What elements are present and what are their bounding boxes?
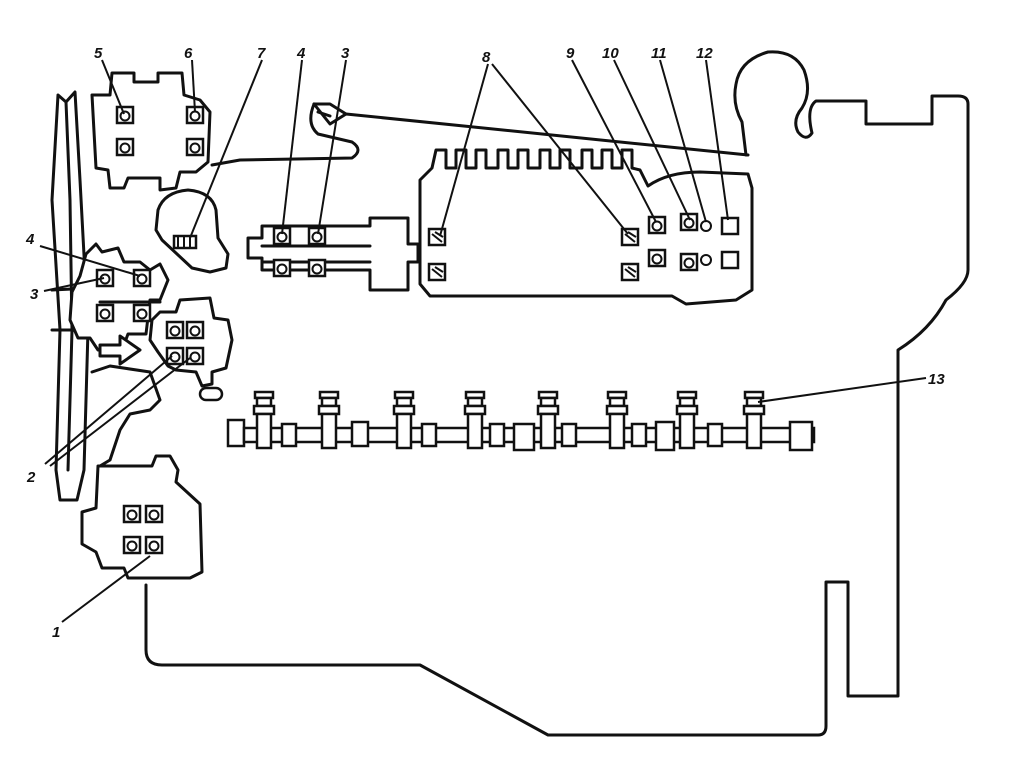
engine-block-outline [144,50,970,737]
front-bracket-middle [68,242,170,352]
callout-9: 9 [566,45,575,62]
leader-lines [39,59,927,623]
callout-3-left: 3 [30,286,39,303]
callout-4-left: 4 [25,231,35,248]
callout-2: 2 [26,469,36,486]
callout-1: 1 [52,624,60,641]
front-bracket-upper [90,71,212,192]
callout-3-top: 3 [341,45,350,62]
top-cover-plate [210,102,750,167]
timing-housing [90,364,162,468]
callout-10: 10 [602,45,619,62]
callout-4-top: 4 [296,45,306,62]
cross-bar-bracket [246,216,420,292]
bracket-2 [148,296,234,402]
callout-11: 11 [651,45,667,62]
callout-6: 6 [184,45,193,62]
callout-5: 5 [94,45,103,62]
callout-labels: 1 2 3 4 5 6 7 4 3 8 9 10 11 12 13 [25,45,945,641]
front-bracket-lower [80,454,204,580]
injector-rail [226,390,816,452]
callout-7: 7 [257,45,266,62]
callout-8: 8 [482,49,491,66]
callout-13: 13 [928,371,945,388]
arrow-bracket [98,334,142,366]
callout-12: 12 [696,45,713,62]
cylinder-head-bracket [418,148,754,306]
